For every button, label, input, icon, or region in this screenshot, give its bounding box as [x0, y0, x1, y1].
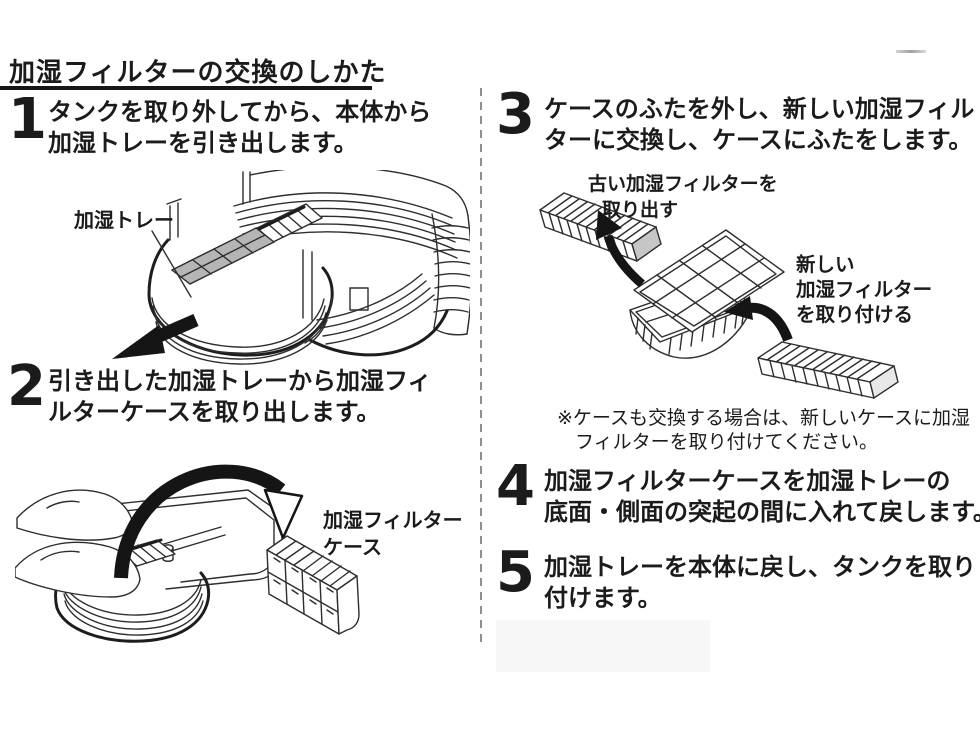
new-filter-label: 新しい 加湿フィルター を取り付ける [796, 252, 932, 327]
step-1-illustration [112, 170, 470, 365]
new-filter [757, 341, 899, 400]
remove-case-arrow [114, 464, 304, 579]
title-underline [0, 86, 372, 90]
step-1-line-2: 加湿トレーを引き出します。 [48, 129, 358, 157]
tray-label-leader-line [151, 230, 192, 298]
pull-out-direction-arrow [112, 314, 199, 359]
step-2-number: 2 [7, 354, 46, 419]
filter-case-label: 加湿フィルター ケース [323, 507, 463, 561]
hand [15, 489, 141, 598]
note-line-1: ※ケースも交換する場合は、新しいケースに加湿 [557, 407, 971, 429]
filter-case-label-line-2: ケース [323, 535, 382, 559]
step-1-text: タンクを取り外してから、本体から 加湿トレーを引き出します。 [48, 97, 431, 159]
old-filter-label-line-2: 取り出す [602, 199, 679, 221]
step-2-line-2: ルターケースを取り出します。 [48, 398, 381, 426]
step-3-illustration [539, 192, 899, 400]
tray-label: 加湿トレー [74, 208, 174, 232]
step-3-text: ケースのふたを外し、新しい加湿フィル ターに交換し、ケースにふたをします。 [544, 94, 974, 156]
step-3-line-1: ケースのふたを外し、新しい加湿フィル [544, 95, 975, 123]
humidifier-body [233, 170, 470, 357]
step-3-number: 3 [496, 82, 535, 147]
step-1-line-1: タンクを取り外してから、本体から [48, 98, 432, 126]
scan-artifact-rectangle [496, 620, 710, 672]
old-filter-label: 古い加湿フィルターを 取り出す [588, 171, 778, 223]
old-filter-label-line-1: 古い加湿フィルターを [588, 173, 778, 195]
scan-artifact-smudge [896, 50, 926, 53]
step-2-line-1: 引き出した加湿トレーから加湿フィ [48, 367, 432, 395]
new-filter-label-line-2: 加湿フィルター [796, 278, 933, 301]
step-4-text: 加湿フィルターケースを加湿トレーの 底面・側面の突起の間に入れて戻します。 [544, 466, 980, 528]
step-4-line-1: 加湿フィルターケースを加湿トレーの [544, 467, 951, 495]
attach-arrow [724, 296, 793, 342]
take-out-arrow [596, 210, 645, 288]
step-5-line-1: 加湿トレーを本体に戻し、タンクを取り [544, 553, 976, 581]
step-4-line-2: 底面・側面の突起の間に入れて戻します。 [544, 498, 980, 526]
filter-case-lid [633, 229, 785, 333]
note-line-2: フィルターを取り付けてください。 [575, 431, 879, 453]
column-divider [480, 88, 482, 648]
step-5-number: 5 [496, 540, 535, 605]
step-2-text: 引き出した加湿トレーから加湿フィ ルターケースを取り出します。 [48, 366, 432, 428]
case-replacement-note: ※ケースも交換する場合は、新しいケースに加湿 フィルターを取り付けてください。 [557, 406, 970, 454]
step-5-line-2: 付けます。 [544, 584, 662, 612]
step-4-number: 4 [496, 454, 535, 519]
page-title: 加湿フィルターの交換のしかた [9, 58, 387, 88]
new-filter-label-line-1: 新しい [796, 253, 855, 276]
humidifier-tray-pulled-out [147, 198, 334, 365]
filter-case [266, 535, 360, 635]
step-3-line-2: ターに交換し、ケースにふたをします。 [544, 126, 973, 154]
filter-case-label-line-1: 加湿フィルター [323, 508, 463, 532]
step-2-illustration [15, 464, 360, 643]
step-1-number: 1 [8, 87, 47, 152]
step-5-text: 加湿トレーを本体に戻し、タンクを取り 付けます。 [544, 552, 976, 614]
new-filter-label-line-3: を取り付ける [796, 303, 914, 326]
